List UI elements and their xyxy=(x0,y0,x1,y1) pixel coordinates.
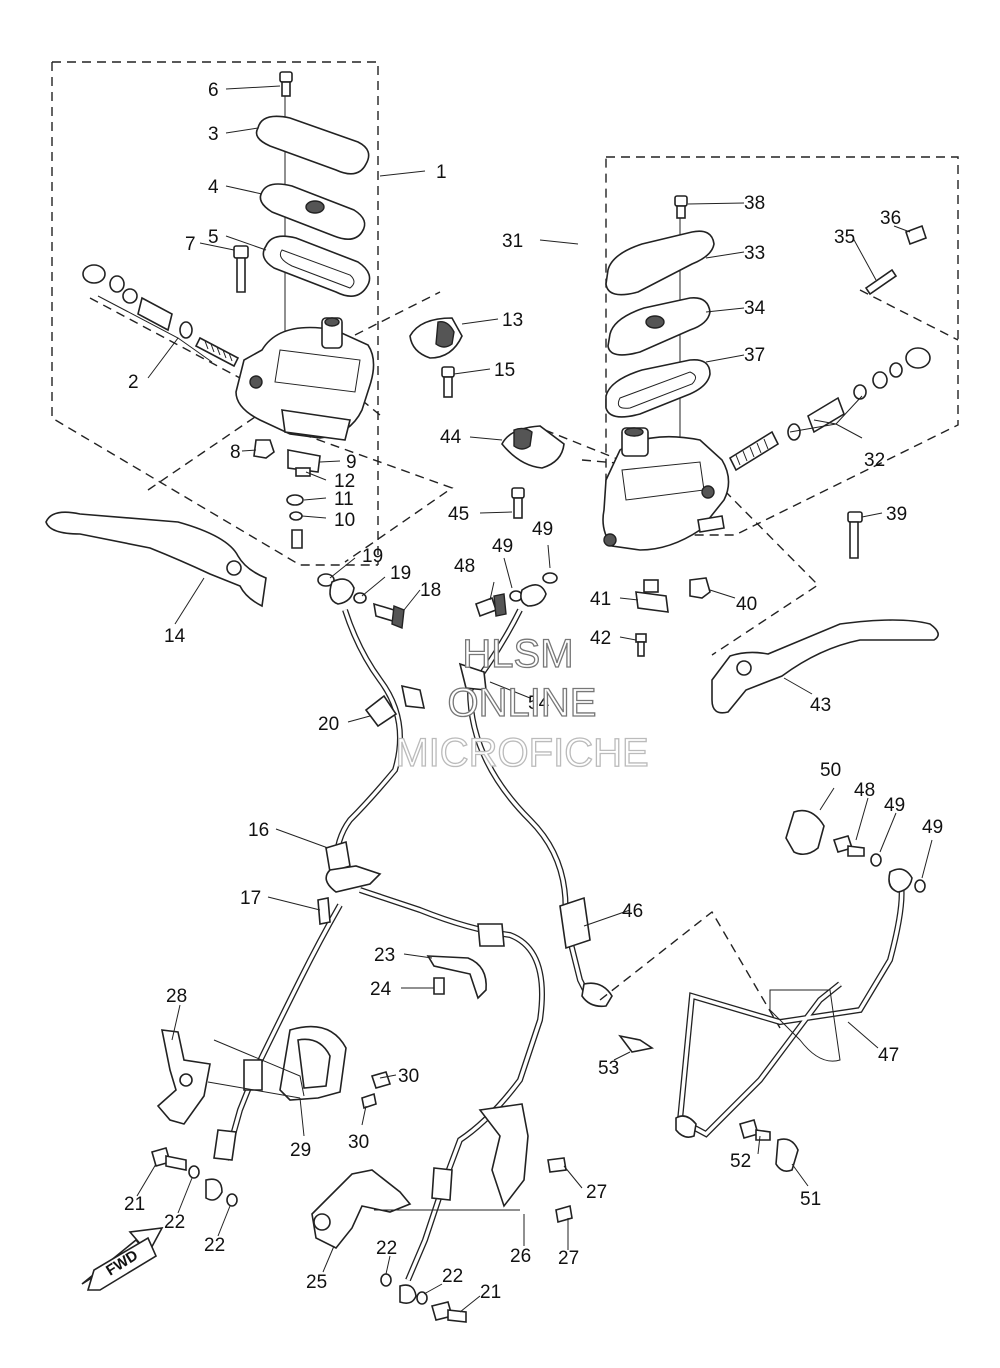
callout-2: 2 xyxy=(128,372,139,393)
callout-51: 51 xyxy=(800,1189,821,1210)
piston-assembly-2 xyxy=(82,264,240,368)
callout-32: 32 xyxy=(864,450,885,471)
callout-5: 5 xyxy=(208,227,219,248)
callout-42: 42 xyxy=(590,628,611,649)
leader-lines xyxy=(97,85,933,1313)
callout-49c: 49 xyxy=(884,795,905,816)
right-lower-brake-pipe xyxy=(599,809,926,1172)
callout-11: 11 xyxy=(334,489,354,510)
callout-44: 44 xyxy=(440,427,462,448)
callout-28: 28 xyxy=(166,986,187,1007)
callout-22a: 22 xyxy=(164,1212,185,1233)
callout-19a: 19 xyxy=(362,546,383,567)
watermark-line-1: HLSM xyxy=(462,632,573,676)
callout-49b: 49 xyxy=(532,519,553,540)
callout-7: 7 xyxy=(185,234,196,255)
callout-20: 20 xyxy=(318,714,339,735)
brake-hoses xyxy=(213,608,613,1282)
callout-43: 43 xyxy=(810,695,831,716)
callout-49a: 49 xyxy=(492,536,513,557)
callout-31: 31 xyxy=(502,231,523,252)
callout-21b: 21 xyxy=(480,1282,501,1303)
callout-21a: 21 xyxy=(124,1194,145,1215)
callout-9: 9 xyxy=(346,452,357,473)
callout-26: 26 xyxy=(510,1246,531,1267)
callout-29: 29 xyxy=(290,1140,311,1161)
callout-37: 37 xyxy=(744,345,765,366)
callout-54: 54 xyxy=(528,693,550,714)
right-master-cylinder-group xyxy=(501,156,959,714)
callout-10: 10 xyxy=(334,510,355,531)
callout-46: 46 xyxy=(622,901,643,922)
callout-33: 33 xyxy=(744,243,765,264)
callout-41: 41 xyxy=(590,589,611,610)
callout-18: 18 xyxy=(420,580,441,601)
callout-50: 50 xyxy=(820,760,841,781)
callout-35: 35 xyxy=(834,227,855,248)
callout-45: 45 xyxy=(448,504,469,525)
piston-assembly-32 xyxy=(728,347,931,472)
watermark: HLSM ONLINE MICROFICHE xyxy=(395,631,650,775)
callout-30b: 30 xyxy=(348,1132,369,1153)
watermark-line-2: ONLINE xyxy=(448,681,597,725)
callout-22c: 22 xyxy=(376,1238,397,1259)
callout-16: 16 xyxy=(248,820,269,841)
callout-3: 3 xyxy=(208,124,219,145)
callout-labels: 1 2 3 4 5 6 7 8 9 10 11 12 13 14 15 16 1… xyxy=(124,80,943,1303)
callout-27b: 27 xyxy=(558,1248,579,1269)
fwd-direction-badge: FWD xyxy=(81,1227,164,1291)
callout-25: 25 xyxy=(306,1272,327,1293)
callout-8: 8 xyxy=(230,442,241,463)
callout-12: 12 xyxy=(334,471,355,492)
callout-47: 47 xyxy=(878,1045,899,1066)
watermark-line-3: MICROFICHE xyxy=(395,731,648,775)
callout-30a: 30 xyxy=(398,1066,419,1087)
callout-17: 17 xyxy=(240,888,261,909)
callout-15: 15 xyxy=(494,360,515,381)
callout-36: 36 xyxy=(880,208,901,229)
callout-52: 52 xyxy=(730,1151,751,1172)
callout-6: 6 xyxy=(208,80,219,101)
callout-23: 23 xyxy=(374,945,395,966)
callout-22d: 22 xyxy=(442,1266,463,1287)
callout-24: 24 xyxy=(370,979,392,1000)
callout-38: 38 xyxy=(744,193,765,214)
callout-49d: 49 xyxy=(922,817,943,838)
callout-48b: 48 xyxy=(854,780,875,801)
callout-19b: 19 xyxy=(390,563,411,584)
callout-40: 40 xyxy=(736,594,757,615)
callout-53: 53 xyxy=(598,1058,619,1079)
callout-4: 4 xyxy=(208,177,219,198)
callout-22b: 22 xyxy=(204,1235,225,1256)
callout-1: 1 xyxy=(436,162,447,183)
lower-center-brackets xyxy=(311,955,655,1323)
left-master-cylinder-group xyxy=(45,61,463,608)
callout-34: 34 xyxy=(744,298,766,319)
callout-39: 39 xyxy=(886,504,907,525)
callout-48a: 48 xyxy=(454,556,475,577)
lower-left-brackets xyxy=(151,897,392,1207)
callout-13: 13 xyxy=(502,310,523,331)
callout-14: 14 xyxy=(164,626,186,647)
callout-27a: 27 xyxy=(586,1182,607,1203)
